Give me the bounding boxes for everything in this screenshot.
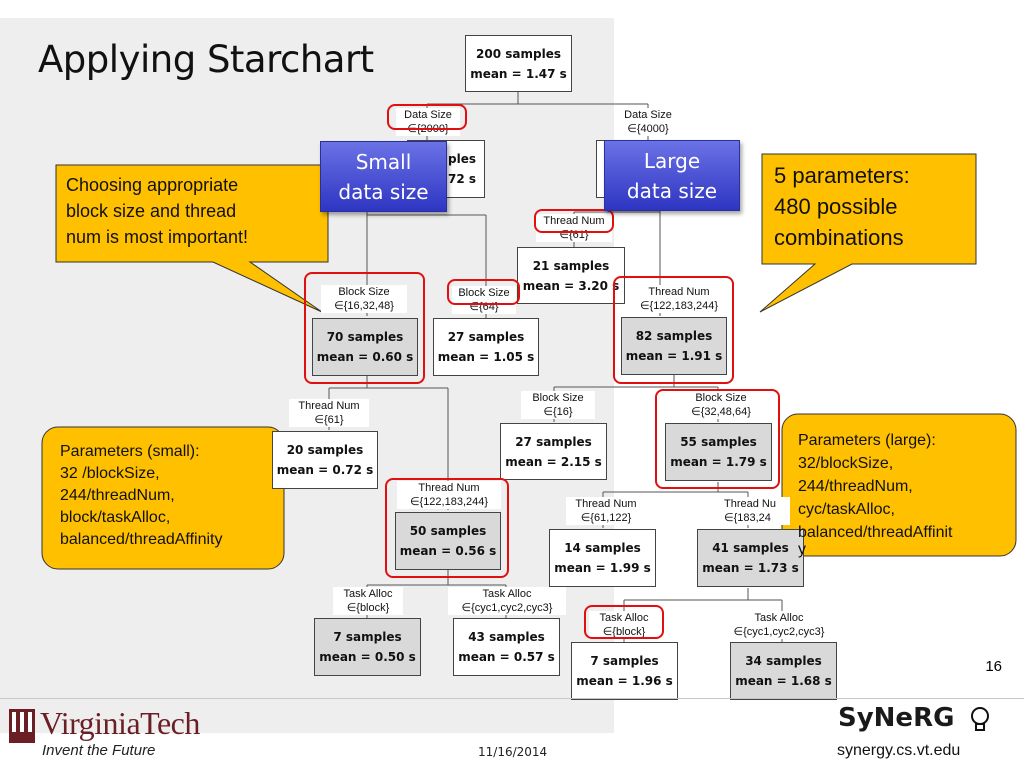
- label-large-data-size: Large data size: [604, 140, 740, 211]
- node-mean: mean = 1.99 s: [554, 561, 651, 575]
- tree-node-27a: 27 samples mean = 1.05 s: [433, 318, 539, 376]
- highlight-blocksize-large-branch: [655, 389, 780, 489]
- node-mean: mean = 1.73 s: [702, 561, 799, 575]
- node-samples: 21 samples: [532, 259, 610, 273]
- callout-small-shape: [41, 426, 285, 570]
- node-mean: mean = 2.15 s: [505, 455, 602, 469]
- tree-node-50: 50 samples mean = 0.56 s: [395, 512, 501, 570]
- slide-date: 11/16/2014: [478, 745, 548, 759]
- tree-node-root: 200 samples mean = 1.47 s: [465, 35, 572, 92]
- node-mean: mean = 0.50 s: [319, 650, 416, 664]
- lab-name: SyNeRG: [838, 703, 955, 733]
- node-mean: mean = 1.96 s: [576, 674, 673, 688]
- edge-label-threadnum-61-mid: Thread Num ∈{61}: [289, 399, 369, 427]
- tree-node-27b: 27 samples mean = 2.15 s: [500, 423, 607, 480]
- highlight-datasize-small: [387, 104, 467, 130]
- lightbulb-icon: [971, 707, 989, 731]
- node-samples: 55 samples: [680, 435, 757, 449]
- footer-divider: [0, 698, 1024, 699]
- callout-params5-shape: [759, 153, 977, 313]
- tree-node-21: 21 samples mean = 3.20 s: [517, 247, 625, 304]
- label-small-data-size: Small data size: [320, 141, 447, 212]
- node-mean: mean = 1.79 s: [670, 455, 767, 469]
- node-mean: mean = 1.68 s: [735, 674, 832, 688]
- tree-node-70: 70 samples mean = 0.60 s: [312, 318, 418, 376]
- node-samples: 41 samples: [712, 541, 789, 555]
- node-mean: mean = 3.20 s: [522, 279, 620, 293]
- node-mean: mean = 1.91 s: [625, 349, 723, 363]
- edge-label-threadnum-large: Thread Num ∈{122,183,244}: [628, 285, 730, 313]
- edge-label-threadnum-183: Thread Nu ∈{183,24: [724, 497, 790, 525]
- node-samples: ples: [448, 152, 476, 166]
- node-samples: 82 samples: [635, 329, 713, 343]
- lab-url: synergy.cs.vt.edu: [837, 742, 961, 759]
- edge-label-taskalloc-cyc-large: Task Alloc ∈{cyc1,cyc2,cyc3}: [720, 611, 838, 639]
- node-samples: 27 samples: [515, 435, 592, 449]
- edge-label-datasize-large: Data Size ∈{4000}: [614, 108, 682, 136]
- callout-params5-text: 5 parameters: 480 possible combinations: [774, 163, 910, 250]
- callout-large-shape: [781, 413, 1017, 557]
- tree-node-43: 43 samples mean = 0.57 s: [453, 618, 560, 676]
- highlight-taskalloc-block-large: [584, 605, 664, 639]
- node-mean: mean = 1.47 s: [470, 67, 567, 81]
- highlight-threadnum-small-branch: [385, 478, 509, 578]
- edge-label-blocksize-16: Block Size ∈{16}: [521, 391, 595, 419]
- node-samples: 20 samples: [286, 443, 364, 457]
- page-number: 16: [985, 658, 1002, 675]
- callout-small-params-text: Parameters (small): 32 /blockSize, 244/t…: [60, 443, 223, 548]
- edge-label-threadnum-61-122: Thread Num ∈{61,122}: [566, 497, 646, 525]
- highlight-blocksize-small-branch: [304, 272, 425, 384]
- edge-label-taskalloc-block-small: Task Alloc ∈{block}: [333, 587, 403, 615]
- node-samples: 7 samples: [333, 630, 402, 644]
- node-mean: mean = 1.05 s: [437, 350, 535, 364]
- edge-label-blocksize-small: Block Size ∈{16,32,48}: [321, 285, 407, 313]
- node-samples: 14 samples: [564, 541, 641, 555]
- node-samples: 27 samples: [447, 330, 525, 344]
- node-samples: 70 samples: [326, 330, 404, 344]
- edge-label-taskalloc-cyc-small: Task Alloc ∈{cyc1,cyc2,cyc3}: [448, 587, 566, 615]
- tree-node-55: 55 samples mean = 1.79 s: [665, 423, 772, 481]
- node-mean: mean = 0.60 s: [316, 350, 414, 364]
- node-samples: 200 samples: [476, 47, 561, 61]
- slide-title: Applying Starchart: [38, 38, 374, 81]
- tree-node-34: 34 samples mean = 1.68 s: [730, 642, 837, 700]
- node-mean: mean = 0.72 s: [276, 463, 374, 477]
- tree-node-7b: 7 samples mean = 1.96 s: [571, 642, 678, 700]
- edge-label-taskalloc-block-large: Task Alloc ∈{block}: [589, 611, 659, 639]
- node-samples: 50 samples: [409, 524, 487, 538]
- tree-node-82: 82 samples mean = 1.91 s: [621, 317, 727, 375]
- node-samples: 34 samples: [745, 654, 822, 668]
- node-mean: mean = 0.57 s: [458, 650, 555, 664]
- edge-label-threadnum-small: Thread Num ∈{122,183,244}: [397, 481, 501, 509]
- org-name: VirginiaTech: [40, 705, 200, 741]
- highlight-threadnum-large-branch: [613, 276, 734, 384]
- tree-node-20: 20 samples mean = 0.72 s: [272, 431, 378, 489]
- edge-label-blocksize-large: Block Size ∈{32,48,64}: [678, 391, 764, 419]
- highlight-blocksize-64: [447, 279, 520, 305]
- node-samples: 7 samples: [590, 654, 659, 668]
- vt-shield-icon: [9, 709, 35, 743]
- node-mean: mean = 0.56 s: [399, 544, 497, 558]
- node-mean: 72 s: [447, 172, 476, 186]
- callout-large-params-text: Parameters (large): 32/blockSize, 244/th…: [798, 432, 953, 558]
- tree-node-14: 14 samples mean = 1.99 s: [549, 529, 656, 587]
- tree-node-7a: 7 samples mean = 0.50 s: [314, 618, 421, 676]
- callout-choosing-text: Choosing appropriate block size and thre…: [66, 175, 249, 247]
- org-tagline: Invent the Future: [42, 742, 156, 759]
- tree-node-41: 41 samples mean = 1.73 s: [697, 529, 804, 587]
- node-samples: 43 samples: [468, 630, 545, 644]
- highlight-threadnum-61: [534, 209, 614, 233]
